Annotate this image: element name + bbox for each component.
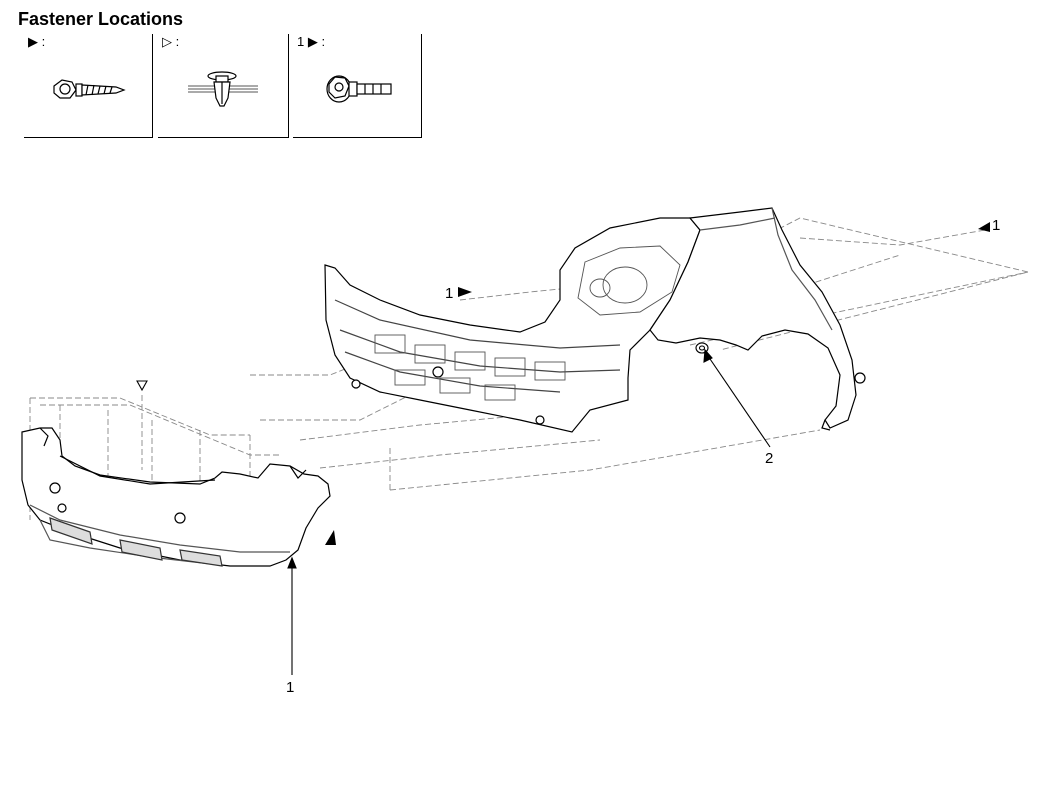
- marker-clip-bumper: [136, 380, 148, 392]
- marker-bolt-right: [978, 222, 990, 232]
- flange-bolt-icon: [326, 75, 392, 103]
- legend-flange-bolt-label: 1 ▶ :: [297, 34, 326, 49]
- page-title: Fastener Locations: [18, 9, 184, 29]
- callout-bumper: 1: [286, 679, 294, 696]
- marker-right-label: 1: [992, 217, 1000, 234]
- legend-screw-label: ▶ :: [28, 34, 46, 49]
- fastener-markers: [136, 222, 990, 545]
- legend-push-clip-label: ▷ :: [162, 34, 180, 49]
- legend-screw: ▶ :: [24, 34, 153, 138]
- screw-icon: [53, 79, 126, 99]
- back-panel: [324, 217, 701, 433]
- legend-flange-bolt: 1 ▶ :: [293, 34, 422, 138]
- marker-screw-bumper: [325, 530, 336, 545]
- push-clip-icon: [188, 71, 258, 107]
- rear-quarter-panel: [649, 207, 866, 431]
- leader-lines: [287, 348, 771, 675]
- marker-center-label: 1: [445, 285, 453, 302]
- legend-push-clip: ▷ :: [158, 34, 289, 138]
- callout-bracket: 2: [765, 450, 773, 467]
- rear-bumper-cover: [21, 427, 331, 567]
- marker-bolt-center: [458, 287, 472, 297]
